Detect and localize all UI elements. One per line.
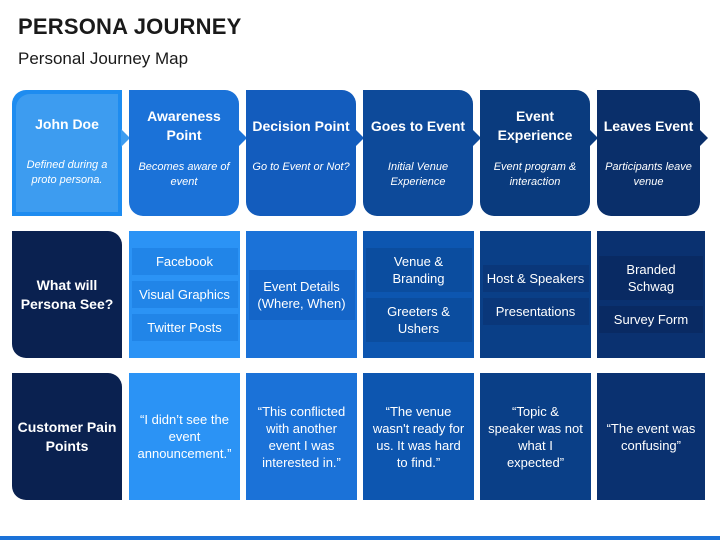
see-item: Visual Graphics — [131, 281, 238, 308]
pain-cell-awareness: “I didn’t see the event announcement.” — [129, 373, 240, 500]
stage-name: Decision Point — [252, 117, 350, 134]
pain-quote: “The event was confusing” — [606, 420, 696, 453]
see-item: Facebook — [131, 248, 238, 275]
stage-awareness: Awareness Point Becomes aware of event — [129, 90, 247, 216]
stage-name: Leaves Event — [603, 117, 694, 134]
see-item: Greeters & Ushers — [365, 297, 472, 342]
see-item: Twitter Posts — [131, 314, 238, 341]
see-cell-decision: Event Details (Where, When) — [246, 231, 357, 358]
stage-name: Awareness Point — [147, 108, 221, 143]
row-header-pain: Customer Pain Points — [12, 373, 122, 500]
pain-cell-decision: “This conflicted with another event I wa… — [246, 373, 357, 500]
stage-desc: Defined during a proto persona. — [26, 159, 108, 186]
see-item: Presentations — [482, 297, 589, 325]
see-cell-event-experience: Host & Speakers Presentations — [480, 231, 591, 358]
stage-name: Goes to Event — [370, 117, 466, 134]
see-item: Host & Speakers — [482, 264, 589, 292]
stage-desc: Participants leave venue — [605, 161, 692, 188]
stage-event-experience: Event Experience Event program & interac… — [480, 90, 598, 216]
footer-bar — [0, 536, 720, 540]
stage-persona: John Doe Defined during a proto persona. — [12, 90, 130, 216]
see-cell-goes-to-event: Venue & Branding Greeters & Ushers — [363, 231, 474, 358]
page-subtitle: Personal Journey Map — [18, 49, 189, 68]
stage-desc: Becomes aware of event — [138, 161, 230, 188]
stage-desc: Go to Event or Not? — [252, 161, 350, 173]
see-cell-leaves-event: Branded Schwag Survey Form — [597, 231, 705, 358]
see-item: Event Details (Where, When) — [248, 269, 355, 320]
see-item: Branded Schwag — [599, 256, 703, 300]
pain-quote: “Topic & speaker was not what I expected… — [488, 403, 583, 470]
stage-persona-inner — [16, 94, 118, 212]
stage-desc: Initial Venue Experience — [387, 161, 449, 188]
pain-quote: “I didn’t see the event announcement.” — [137, 412, 232, 461]
stage-name: John Doe — [35, 115, 99, 132]
pain-quote: “The venue wasn't ready for us. It was h… — [372, 403, 465, 470]
stage-desc: Event program & interaction — [493, 161, 577, 188]
pain-cell-event-experience: “Topic & speaker was not what I expected… — [480, 373, 591, 500]
see-item: Survey Form — [599, 306, 703, 333]
row-header-see: What will Persona See? — [12, 231, 122, 358]
stage-goes-to-event: Goes to Event Initial Venue Experience — [363, 90, 481, 216]
stage-decision: Decision Point Go to Event or Not? — [246, 90, 364, 216]
pain-quote: “This conflicted with another event I wa… — [257, 403, 346, 470]
stage-leaves-event: Leaves Event Participants leave venue — [597, 90, 708, 216]
stage-name: Event Experience — [497, 108, 573, 143]
pain-cell-leaves-event: “The event was confusing” — [597, 373, 705, 500]
pain-cell-goes-to-event: “The venue wasn't ready for us. It was h… — [363, 373, 474, 500]
page-title: PERSONA JOURNEY — [18, 14, 242, 39]
see-item: Venue & Branding — [365, 247, 472, 292]
see-cell-awareness: Facebook Visual Graphics Twitter Posts — [129, 231, 240, 358]
